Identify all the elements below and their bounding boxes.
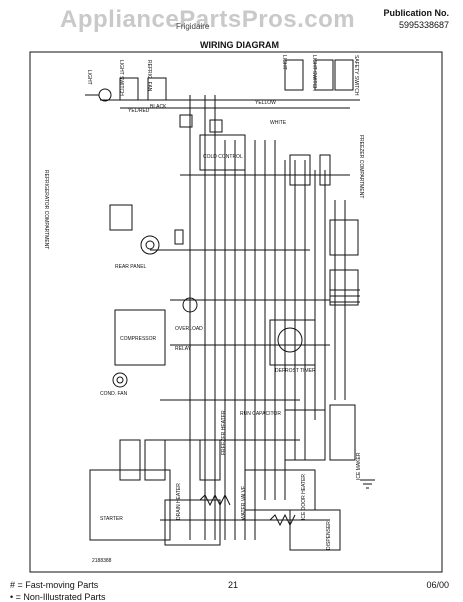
label-ice-maker: ICE MAKER	[356, 452, 362, 480]
label-light-left: LIGHT	[86, 70, 92, 85]
label-water-valve: WATER VALVE	[241, 485, 247, 520]
diagram-frame	[29, 51, 443, 573]
label-overload: OVERLOAD	[175, 326, 203, 332]
label-white: WHITE	[270, 120, 287, 126]
brand-name: Frigidaire	[176, 22, 210, 31]
cold-control-box	[199, 134, 246, 171]
label-rear-panel: REAR PANEL	[115, 264, 147, 270]
label-ice-door-heater: ICE DOOR HEATER	[301, 474, 307, 520]
label-cold-control: COLD CONTROL	[203, 154, 243, 160]
label-starter: STARTER	[100, 516, 123, 522]
compressor-box	[114, 309, 166, 366]
fan-motor-icon	[140, 235, 160, 255]
label-freezer-heater: FREEZER HEATER	[221, 410, 227, 455]
label-light-switch-left: LIGHT SWITCH	[118, 60, 124, 96]
light-bulb-left	[98, 88, 112, 102]
label-run-capacitor: RUN CAPACITOR	[240, 411, 281, 417]
label-drain-heater: DRAIN HEATER	[176, 483, 182, 520]
label-defrost-timer: DEFROST TIMER	[275, 368, 316, 374]
label-safety-switch: SAFETY SWITCH	[353, 55, 359, 96]
label-black: BLACK	[150, 104, 167, 110]
legend-non-illustrated: • = Non-Illustrated Parts	[10, 592, 106, 602]
page-number: 21	[228, 580, 239, 590]
label-relay: RELAY	[175, 346, 192, 352]
timer-motor-icon	[277, 327, 303, 353]
label-freezer-compartment: FREEZER COMPARTMENT	[358, 135, 364, 198]
label-refrigerator-compartment: REFRIGERATOR COMPARTMENT	[43, 170, 49, 249]
label-yel-red: YEL/RED	[128, 108, 150, 114]
label-compressor: COMPRESSOR	[120, 336, 157, 342]
label-light-right: LIGHT	[281, 55, 287, 70]
diagram-title: WIRING DIAGRAM	[200, 40, 279, 50]
label-dispenser: DISPENSER	[326, 521, 332, 550]
watermark: AppliancePartsPros.com	[60, 6, 356, 33]
publication-number: 5995338687	[398, 20, 449, 30]
label-light-switch-right: LIGHT SWITCH	[311, 55, 317, 91]
legend-fast-moving: # = Fast-moving Parts	[10, 580, 99, 590]
label-model: 2188388	[92, 558, 112, 564]
label-yellow: YELLOW	[255, 100, 276, 106]
label-refrig-fan: REFRIG. FAN	[146, 60, 152, 92]
label-cond-fan: COND. FAN	[100, 391, 128, 397]
publication-date: 06/00	[426, 580, 449, 590]
publication-label: Publication No.	[383, 8, 449, 18]
